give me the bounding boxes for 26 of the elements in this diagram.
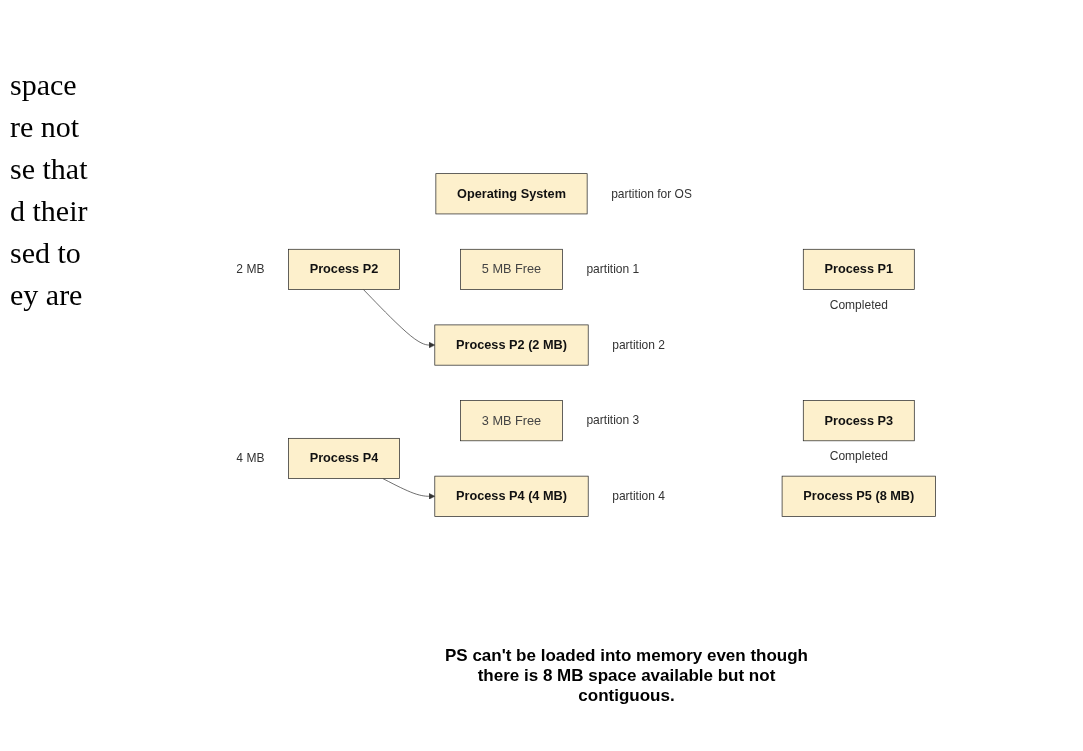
node-box: 3 MB Free (459, 400, 563, 442)
text-fragment: sed to (10, 236, 82, 270)
node-box: Process P1 (802, 249, 915, 291)
text-fragment: ey are (10, 278, 84, 312)
text-fragment: re not (10, 110, 81, 144)
node-box: 5 MB Free (459, 249, 563, 291)
node-box: Operating System (435, 173, 587, 215)
node-label: partition 2 (611, 338, 665, 353)
node-label: 4 MB (235, 452, 264, 466)
node-label: partition 3 (585, 414, 639, 428)
node-box: Process P4 (287, 438, 400, 480)
node-box: Process P4 (4 MB) (433, 476, 589, 518)
text-fragment: d their (10, 194, 89, 228)
node-box: Process P5 (8 MB) (781, 476, 936, 518)
node-label: Completed (829, 449, 888, 464)
node-label: partition 4 (611, 489, 665, 504)
node-box: Process P3 (802, 400, 915, 442)
text-fragment: se that (10, 152, 89, 186)
node-box: Process P2 (287, 249, 400, 291)
node-label: 2 MB (235, 262, 264, 277)
text-fragment: space (10, 68, 78, 102)
node-label: partition 1 (585, 262, 639, 277)
note-text: PS can't be loaded into memory even though there is 8 MB space available but not contiguous. (444, 645, 809, 706)
node-label: Completed (829, 298, 888, 312)
node-box: Process P2 (2 MB) (433, 325, 589, 366)
node-label: partition for OS (610, 187, 692, 201)
